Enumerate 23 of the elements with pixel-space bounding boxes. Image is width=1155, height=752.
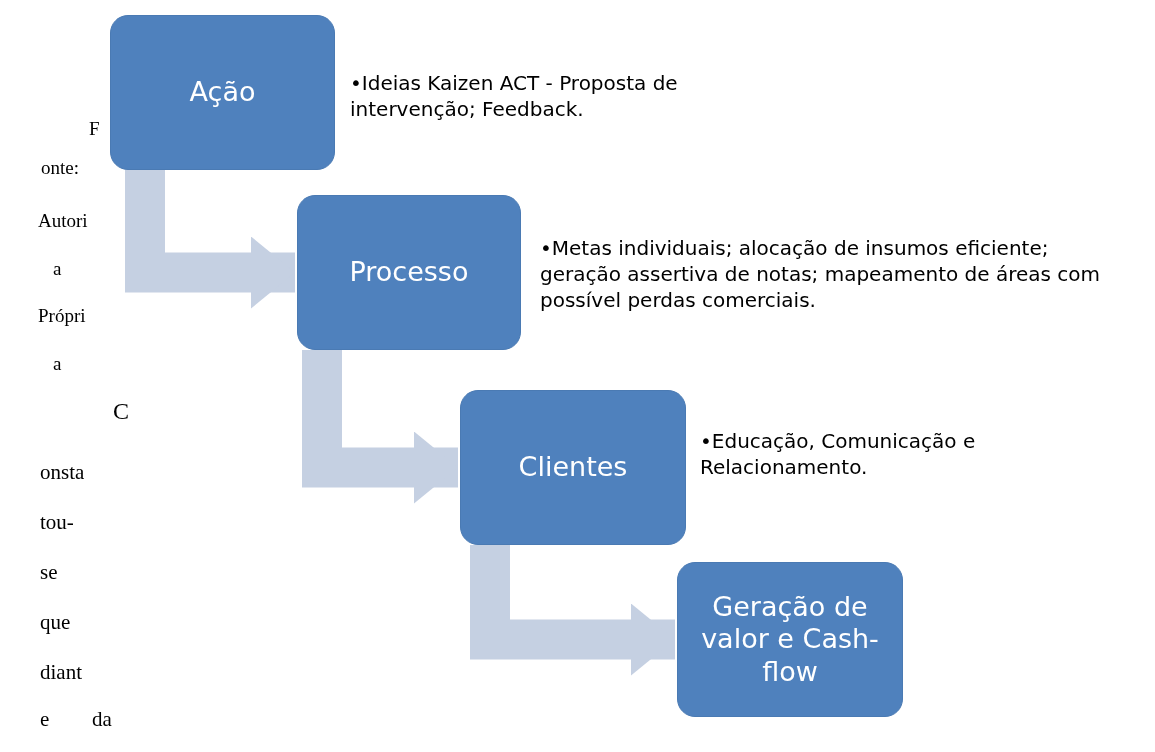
body-text-fragment: Autori <box>38 210 88 232</box>
body-text-fragment: onsta <box>40 460 85 485</box>
body-text-fragment: e <box>40 707 50 732</box>
body-text-fragment: tou- <box>40 510 74 535</box>
body-text-fragment: Própri <box>38 305 86 327</box>
body-text-fragment: C <box>113 398 129 425</box>
body-text-fragment: F <box>89 118 100 140</box>
body-text-fragment: da <box>92 707 112 732</box>
process-box: Clientes <box>460 390 686 545</box>
body-text-fragment: a <box>53 353 62 375</box>
body-text-fragment: a <box>53 258 62 280</box>
process-box: Geração de valor e Cash-flow <box>677 562 903 717</box>
body-text-fragment: que <box>40 610 71 635</box>
bullet-note: •Ideias Kaizen ACT - Proposta de intervenção; Feedback. <box>350 70 679 122</box>
body-text-fragment: diant <box>40 660 82 685</box>
body-text-fragment: se <box>40 560 58 585</box>
bent-arrow <box>125 170 295 309</box>
body-text-fragment: onte: <box>41 157 79 179</box>
process-box: Ação <box>110 15 335 170</box>
bullet-note: •Metas individuais; alocação de insumos eficiente; geração assertiva de notas; mapeamento de áreas com possível perdas comerciais. <box>540 235 1102 313</box>
bullet-note: •Educação, Comunicação e Relacionamento. <box>700 428 977 480</box>
process-box: Processo <box>297 195 521 350</box>
bent-arrow <box>470 545 675 676</box>
